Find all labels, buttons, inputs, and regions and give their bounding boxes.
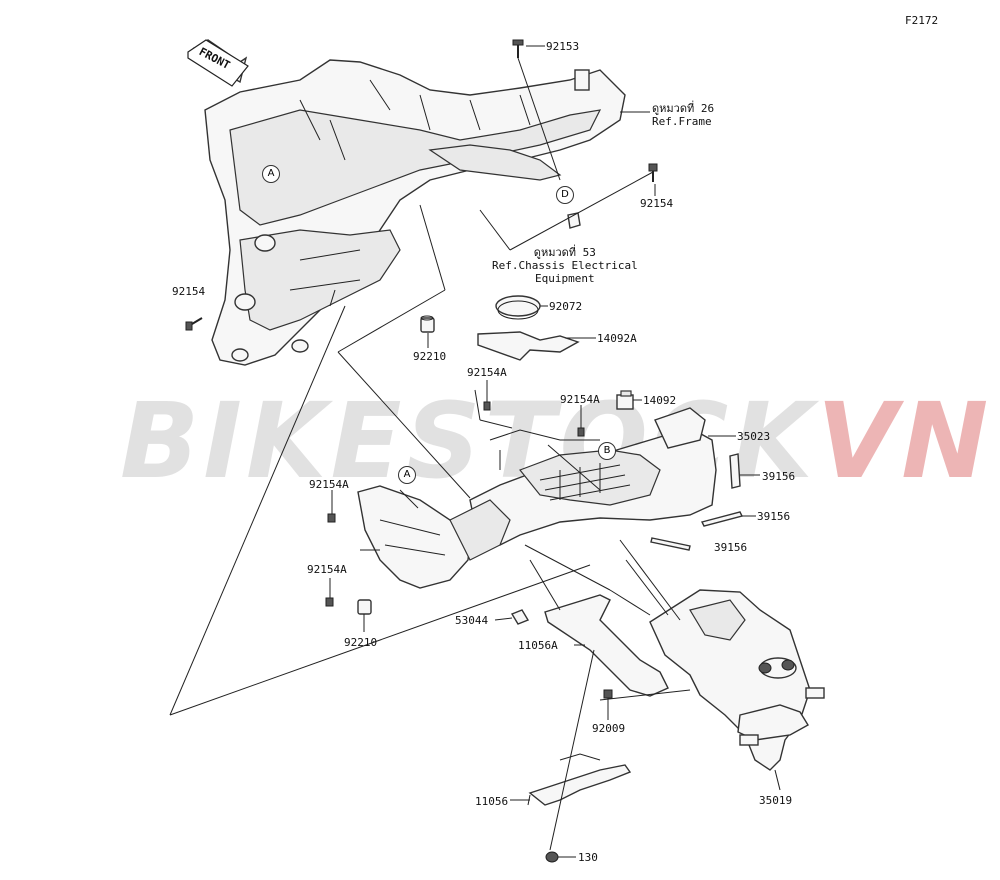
callout-92154-top[interactable]: 92154 [640,197,674,210]
marker-a-bottom: A [398,466,416,484]
callout-92210-top[interactable]: 92210 [413,350,447,363]
callout-92154a-left2[interactable]: 92154A [307,563,347,576]
callout-14092[interactable]: 14092 [643,394,677,407]
gasket-39156-a [729,453,741,489]
callout-35019[interactable]: 35019 [759,794,793,807]
callout-53044[interactable]: 53044 [455,614,489,627]
callout-11056[interactable]: 11056 [475,795,509,808]
bracket-11056 [527,753,632,806]
clip-53044 [510,609,530,625]
relay-14092 [616,390,634,410]
callout-14092a[interactable]: 14092A [597,332,637,345]
ref-electrical-en: Ref.Chassis Electrical [492,259,638,272]
bolt-92154a-c [327,513,336,523]
bolt-92154a-d [325,597,334,607]
callout-39156-b[interactable]: 39156 [757,510,791,523]
ref-frame-thai: ดูหมวดที่ 26 [652,102,715,115]
callout-92154a-mid[interactable]: 92154A [560,393,600,406]
main-frame [204,59,626,366]
ref-electrical-thai: ดูหมวดที่ 53 [533,246,596,259]
callout-92154-left[interactable]: 92154 [172,285,206,298]
callout-35023[interactable]: 35023 [737,430,771,443]
rear-fender-35019 [649,589,825,771]
gasket-39156-b [700,511,744,527]
bolt-92009 [603,689,613,699]
callout-39156-c[interactable]: 39156 [714,541,748,554]
bolt-92154-left [185,317,203,331]
callout-92210-bottom[interactable]: 92210 [344,636,378,649]
ref-electrical-en-2: Equipment [535,272,595,285]
callout-92072[interactable]: 92072 [549,300,583,313]
collar-92210-bottom [357,599,372,615]
bolt-92154a-b [577,427,585,437]
callout-92154a-top[interactable]: 92154A [467,366,507,379]
bolt-92154-top [648,163,658,182]
rear-fender-front [469,407,717,546]
gasket-39156-c [650,537,691,551]
callout-39156-a[interactable]: 39156 [762,470,796,483]
bolt-92154a-a [483,401,491,411]
diagram-code: F2172 [905,14,939,27]
screw-92153 [512,39,524,58]
bracket-14092a [477,331,580,361]
side-cover [357,485,511,589]
ref-frame-en: Ref.Frame [652,115,712,128]
bracket-stay [544,594,669,697]
ref-electrical: ดูหมวดที่ 53 Ref.Chassis Electrical Equi… [492,246,638,285]
collar-92210-top [420,315,435,333]
callout-92154a-left1[interactable]: 92154A [309,478,349,491]
leader-lines [169,45,781,858]
marker-d: D [556,186,574,204]
ref-frame: ดูหมวดที่ 26 Ref.Frame [652,102,714,128]
callout-11056a[interactable]: 11056A [518,639,558,652]
callout-130[interactable]: 130 [578,851,598,864]
marker-a-top: A [262,165,280,183]
marker-b: B [598,442,616,460]
callout-92009[interactable]: 92009 [592,722,626,735]
callout-92153[interactable]: 92153 [546,40,580,53]
nut-130 [545,851,559,863]
front-arrow-icon [187,39,249,87]
band-92072 [495,295,541,320]
